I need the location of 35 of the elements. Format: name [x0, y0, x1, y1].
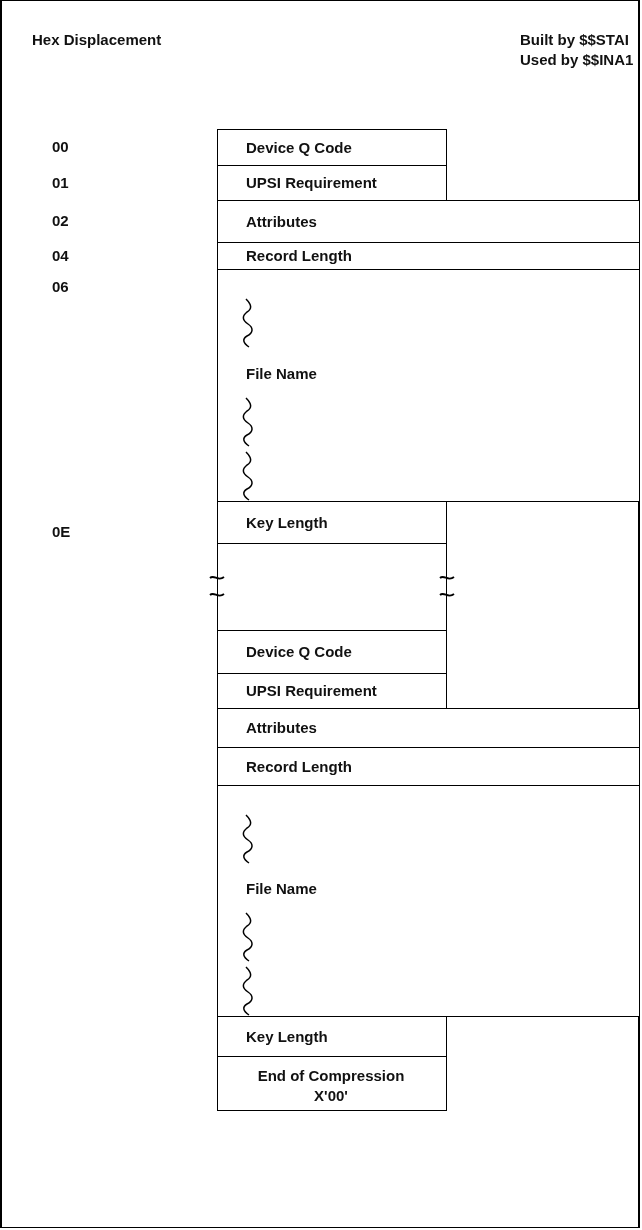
field-label: UPSI Requirement: [246, 682, 377, 699]
offset-label: 02: [52, 212, 69, 229]
field-label: Key Length: [246, 513, 328, 531]
field-box: [217, 630, 447, 674]
field-box: [217, 785, 640, 1017]
offset-label: 04: [52, 247, 69, 264]
field-box: [217, 501, 447, 544]
field-label: Key Length: [246, 1027, 328, 1045]
field-box: [217, 129, 447, 166]
field-box: [217, 242, 640, 270]
field-label: Attributes: [246, 719, 317, 736]
offset-label: 00: [52, 138, 69, 155]
field-label: Record Length: [246, 247, 352, 264]
field-label: File Name: [246, 880, 317, 897]
header-text: Built by $$STAI: [520, 31, 629, 48]
field-label: Device Q Code: [246, 643, 352, 660]
offset-label: 06: [52, 278, 69, 295]
field-label: Device Q Code: [246, 138, 352, 156]
offset-label: 0E: [52, 523, 71, 540]
field-box: [217, 165, 447, 201]
field-box: [217, 1056, 447, 1111]
field-box: [217, 269, 640, 502]
header-text: Used by $$INA1: [520, 51, 634, 68]
field-box: [217, 708, 640, 748]
field-label: UPSI Requirement: [246, 174, 377, 191]
offset-label: 01: [52, 174, 69, 191]
header-text: Hex Displacement: [32, 31, 162, 48]
field-label: Attributes: [246, 212, 317, 230]
field-box: [217, 673, 447, 709]
field-box: [217, 1016, 447, 1057]
field-label: End of Compression X'00': [256, 1066, 406, 1106]
field-label: Record Length: [246, 757, 352, 775]
field-box: [217, 200, 640, 243]
field-label: File Name: [246, 364, 317, 382]
field-box: [217, 747, 640, 786]
